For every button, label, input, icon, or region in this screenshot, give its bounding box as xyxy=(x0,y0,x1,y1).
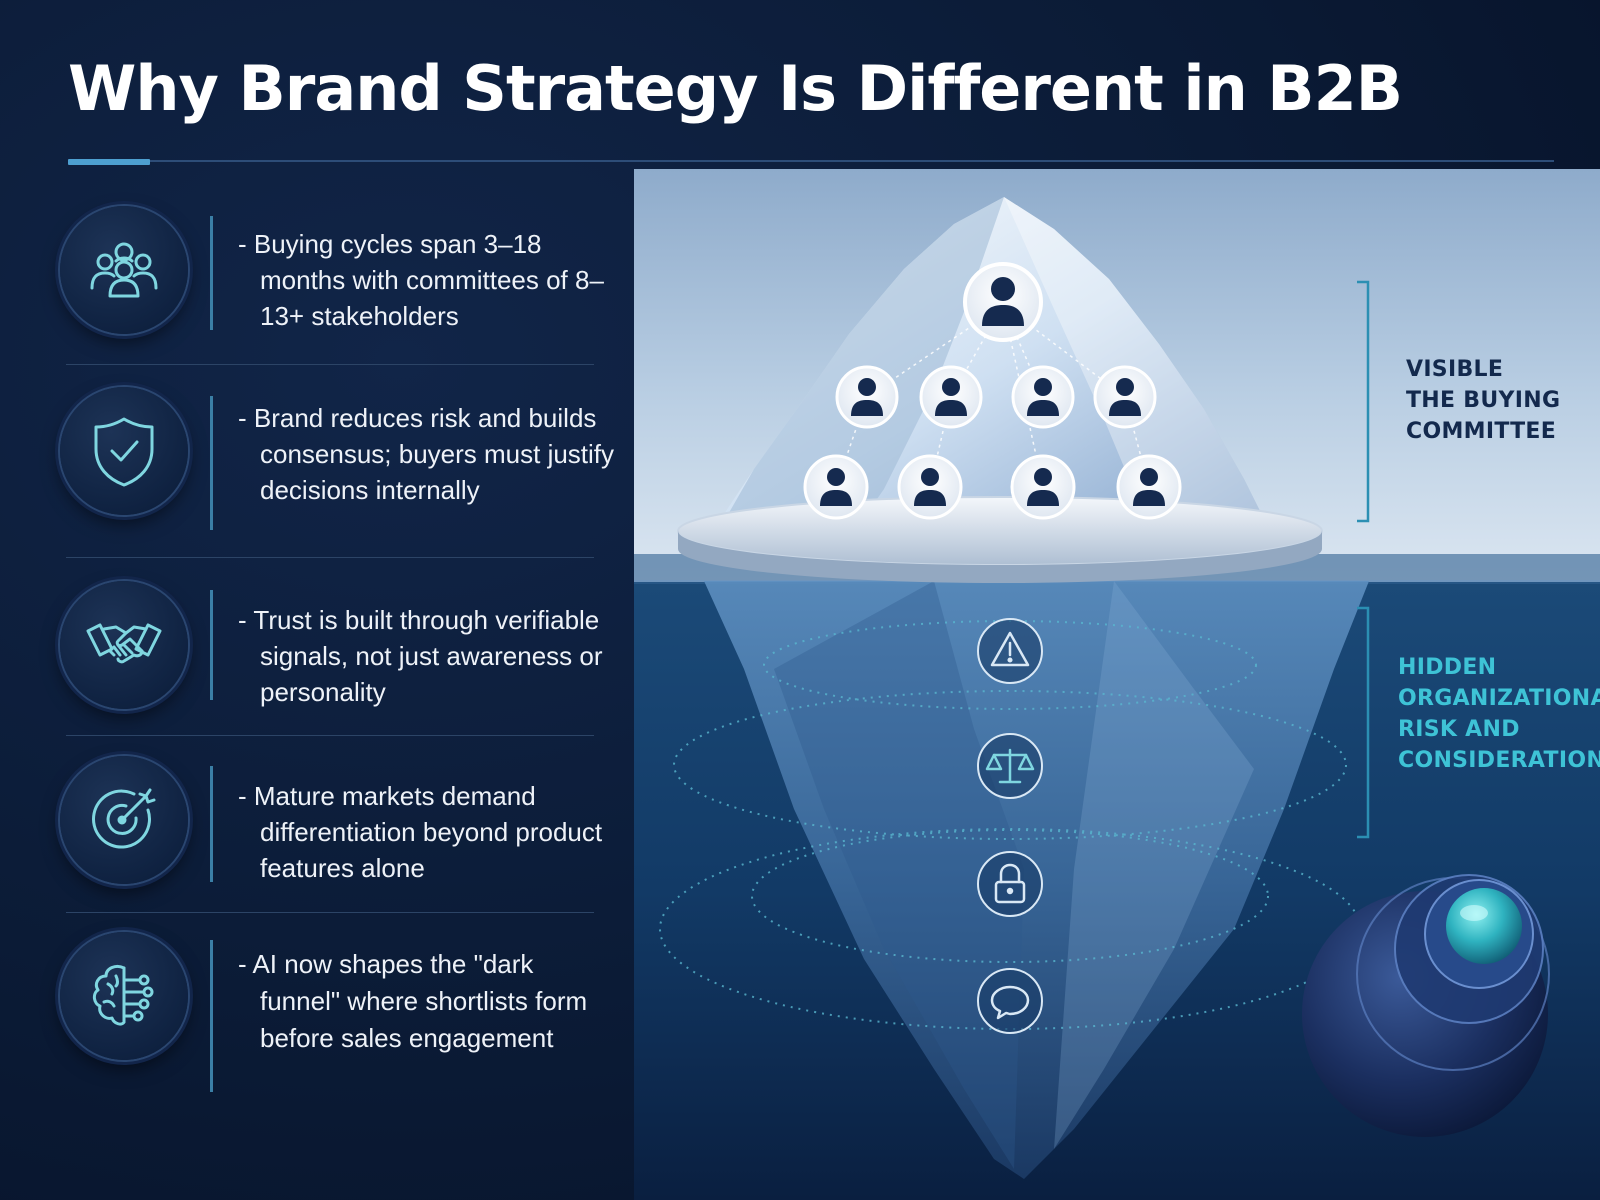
lock-icon xyxy=(977,851,1043,917)
row-accent-bar xyxy=(210,766,213,882)
page-title: Why Brand Strategy Is Different in B2B xyxy=(68,52,1403,125)
visible-label-line: COMMITTEE xyxy=(1406,419,1557,444)
row-divider xyxy=(66,735,594,736)
point-row-4: - Mature markets demand differentiation … xyxy=(60,756,602,886)
point-row-5: - AI now shapes the "dark funnel" where … xyxy=(60,932,594,1092)
visible-label: VISIBLE THE BUYING COMMITTEE xyxy=(1406,354,1560,447)
row-accent-bar xyxy=(210,940,213,1092)
title-accent-bar xyxy=(68,159,150,165)
point-text-2: - Brand reduces risk and builds consensu… xyxy=(238,403,615,505)
warning-icon xyxy=(977,618,1043,684)
row-accent-bar xyxy=(210,590,213,700)
row-accent-bar xyxy=(210,396,213,530)
point-text-3: - Trust is built through verifiable sign… xyxy=(238,605,603,707)
point-row-1: - Buying cycles span 3–18 months with co… xyxy=(60,206,604,346)
committee-member-node xyxy=(1093,365,1157,429)
hidden-label-line: ORGANIZATIONAL xyxy=(1398,686,1600,711)
hidden-bracket xyxy=(1357,606,1370,839)
handshake-icon xyxy=(60,581,188,709)
hidden-label-line: RISK AND xyxy=(1398,717,1520,742)
hidden-label-line: CONSIDERATIONS xyxy=(1398,748,1600,773)
point-text-5: - AI now shapes the "dark funnel" where … xyxy=(238,949,588,1053)
point-text-1: - Buying cycles span 3–18 months with co… xyxy=(238,229,604,331)
row-divider xyxy=(66,364,594,365)
committee-member-node xyxy=(897,454,963,520)
visible-label-line: THE BUYING xyxy=(1406,388,1561,413)
committee-member-node xyxy=(1011,365,1075,429)
point-row-2: - Brand reduces risk and builds consensu… xyxy=(60,384,614,544)
iceberg-diagram xyxy=(634,169,1600,1200)
visible-bracket xyxy=(1357,280,1370,523)
row-divider xyxy=(66,557,594,558)
title-divider xyxy=(68,160,1554,162)
scales-icon xyxy=(977,733,1043,799)
hidden-label-line: HIDDEN xyxy=(1398,655,1497,680)
point-text-4: - Mature markets demand differentiation … xyxy=(238,781,603,883)
brain-circuit-icon xyxy=(60,932,188,1060)
shield-check-icon xyxy=(60,387,188,515)
committee-member-node xyxy=(1010,454,1076,520)
orb-graphic xyxy=(1302,874,1550,1137)
chat-bubble-icon xyxy=(977,968,1043,1034)
people-group-icon xyxy=(60,206,188,334)
row-accent-bar xyxy=(210,216,213,330)
committee-leader-node xyxy=(963,262,1043,342)
committee-member-node xyxy=(1116,454,1182,520)
hidden-label: HIDDEN ORGANIZATIONAL RISK AND CONSIDERA… xyxy=(1398,652,1600,776)
committee-member-node xyxy=(803,454,869,520)
committee-member-node xyxy=(919,365,983,429)
row-divider xyxy=(66,912,594,913)
committee-member-node xyxy=(835,365,899,429)
point-row-3: - Trust is built through verifiable sign… xyxy=(60,578,603,709)
visible-label-line: VISIBLE xyxy=(1406,357,1504,382)
target-arrow-icon xyxy=(60,756,188,884)
